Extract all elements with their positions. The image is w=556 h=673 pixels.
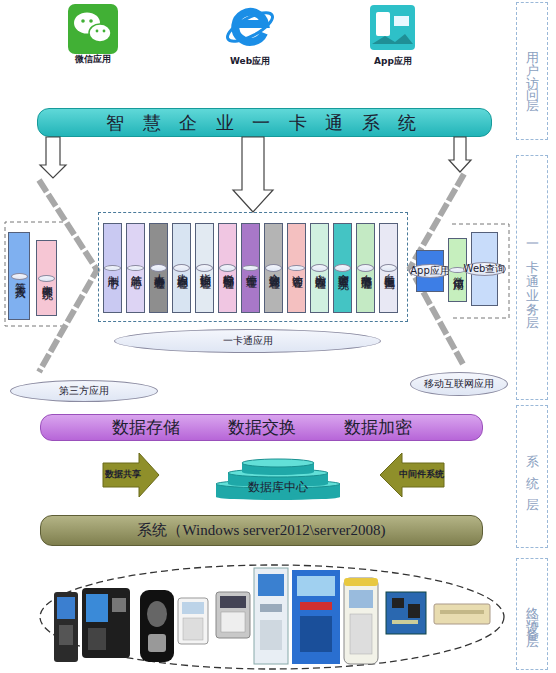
module-box: Web查询 (471, 232, 498, 306)
node-text: 制卡中心 (104, 265, 121, 271)
node-text: 用户访问层 (523, 41, 541, 101)
node-text: 会议签到管理 (265, 264, 282, 272)
node-text: 系统层 (523, 444, 541, 510)
system-band: 智 慧 企 业 一 卡 通 系 统 (37, 108, 492, 137)
module-box: 自助充值查询 (379, 223, 398, 313)
os-band: 系统（Windows server2012\server2008) (40, 515, 483, 546)
dashed-outline (5, 222, 63, 326)
database-shape (213, 455, 343, 501)
hollow-arrow (233, 137, 273, 212)
node-text: 停车管理 (242, 265, 259, 271)
node-text: 指纹识别管理 (196, 264, 213, 272)
hollow-arrow (40, 137, 66, 178)
device-illustration (40, 565, 504, 669)
node-text: 人脸识别管理 (173, 264, 190, 272)
module-box: 指纹识别管理 (195, 223, 214, 313)
layer-label: 用户访问层 (516, 2, 548, 140)
module-box: 人事考勤管理 (149, 223, 168, 313)
module-box: 宿舍管理系统 (333, 223, 352, 313)
node-text: 终端设备层 (523, 597, 541, 632)
module-box: 电梯控制管理 (218, 223, 237, 313)
node-text: 移动互联网应用 (410, 372, 508, 396)
node-text: 水电节能管理 (357, 264, 374, 272)
node-text: 数据加密 (344, 416, 412, 439)
app-icon (370, 5, 415, 50)
layer-label: 终端设备层 (516, 558, 548, 670)
node-text: 智 慧 企 业 一 卡 通 系 统 (106, 111, 423, 135)
hollow-arrow (449, 137, 471, 172)
module-box: 水电节能管理 (356, 223, 375, 313)
node-text: 数据库中心 (213, 479, 343, 496)
node-text: 出入控制管理 (311, 264, 328, 272)
icon-label: App应用 (358, 55, 428, 68)
node-text: App应用 (409, 264, 451, 278)
layer-label: 一卡通业务层 (516, 155, 548, 400)
group-outline: 一卡通应用制卡中心结算中心人事考勤管理人脸识别管理指纹识别管理电梯控制管理停车管… (98, 212, 408, 322)
wechat-icon (68, 4, 118, 54)
node-text: 第三方接入 (11, 273, 28, 280)
module-box: 制卡中心 (103, 223, 122, 313)
module-box: 停车管理 (241, 223, 260, 313)
block-arrow: 数据共享 (103, 453, 159, 497)
node-text: 人事考勤管理 (150, 264, 167, 272)
block-arrow: 中间件系统 (380, 453, 444, 497)
node-text: 数据存储 (112, 416, 180, 439)
module-box: 出入控制管理 (310, 223, 329, 313)
node-text: 宿舍管理系统 (334, 264, 351, 272)
arrow-fill (103, 453, 159, 497)
layer-label: 系统层 (516, 405, 548, 548)
browser-icon (224, 7, 277, 46)
node-text: 数据交换 (228, 416, 296, 439)
node-text: 系统（Windows server2012\server2008) (137, 521, 385, 540)
node-text: 中间件系统 (38, 275, 55, 282)
module-box: 会议签到管理 (264, 223, 283, 313)
database-stack: 数据库中心 (213, 455, 343, 501)
group-outline: 移动互联网应用App应用微信应用Web查询 (408, 172, 512, 370)
module-box: App应用 (416, 250, 444, 292)
node-text: 自助充值查询 (380, 264, 397, 272)
module-box: 人脸识别管理 (172, 223, 191, 313)
module-box: 访客管理 (287, 223, 306, 313)
database-tier (242, 459, 314, 475)
node-text: 中间件系统 (398, 468, 444, 481)
group-outline: 第三方应用第三方接入中间件系统 (3, 178, 103, 374)
node-text: 电梯控制管理 (219, 264, 236, 272)
node-text: 数据共享 (103, 468, 143, 481)
module-box: 中间件系统 (36, 240, 57, 316)
data-band: 数据存储 数据交换 数据加密 (40, 414, 483, 441)
chevron-outline (39, 180, 97, 372)
node-text: 结算中心 (127, 265, 144, 271)
icon-label: 微信应用 (58, 53, 128, 66)
icon-label: Web应用 (215, 55, 285, 68)
node-text: 一卡通应用 (114, 329, 381, 353)
module-box: 结算中心 (126, 223, 145, 313)
node-text: 第三方应用 (10, 380, 158, 402)
arrow-fill (380, 453, 444, 497)
node-text: Web查询 (463, 262, 507, 276)
module-box: 第三方接入 (8, 232, 30, 320)
node-text: 一卡通业务层 (523, 236, 541, 320)
node-text: 访客管理 (288, 265, 305, 271)
